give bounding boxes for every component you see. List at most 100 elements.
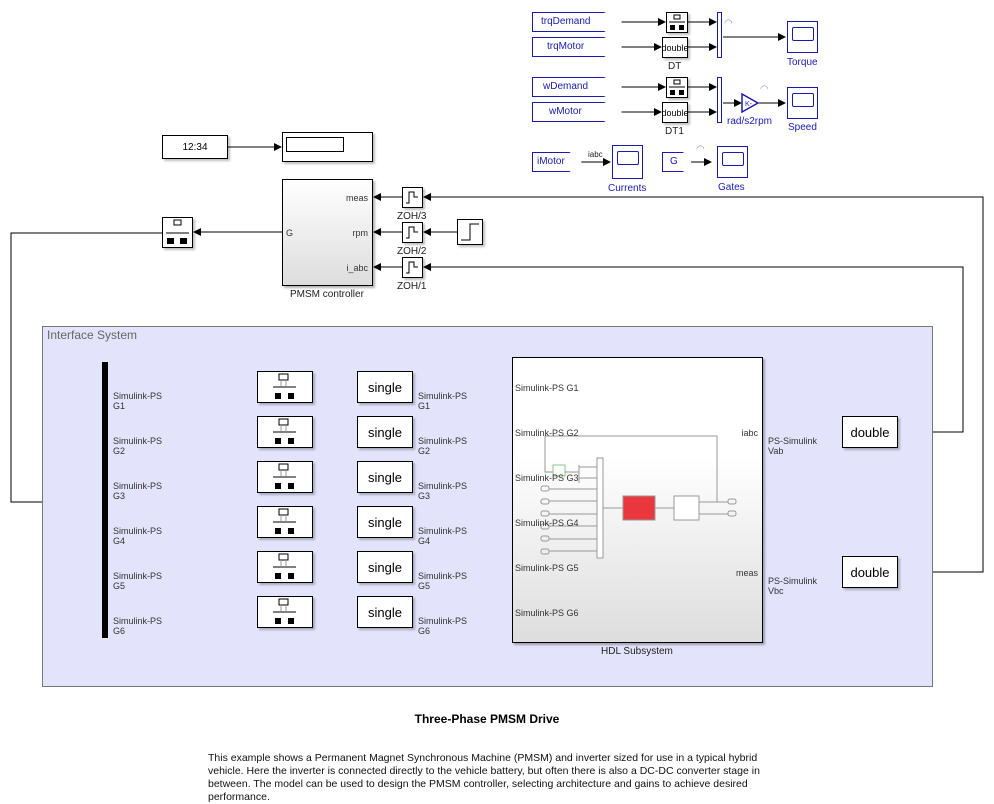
rate-transition-row[interactable] — [257, 461, 313, 493]
rate-transition-row[interactable] — [257, 596, 313, 628]
gain-label: rad/s2rpm — [727, 116, 773, 127]
rate-transition-icon — [273, 553, 296, 579]
hdl-input-port: Simulink-PS G2 — [515, 428, 579, 438]
zoh2-block[interactable] — [402, 222, 423, 243]
convert-single-row[interactable]: single — [357, 461, 413, 493]
convert-single-row[interactable]: single — [357, 551, 413, 583]
display-block[interactable] — [282, 132, 373, 162]
scope-speed[interactable] — [787, 87, 818, 119]
wireless-icon: ◠ — [696, 144, 705, 155]
convert-single-row[interactable]: single — [357, 596, 413, 628]
scope-label-currents: Currents — [608, 183, 647, 194]
from-tag-g[interactable]: G — [662, 152, 692, 172]
scope-torque[interactable] — [787, 21, 818, 53]
area-title: Interface System — [47, 328, 138, 342]
wireless-icon: ◠ — [760, 84, 769, 95]
scope-icon — [722, 152, 744, 166]
rate-transition-icon — [273, 598, 296, 624]
from-tag-trqmotor[interactable]: trqMotor — [532, 37, 622, 57]
interface-system-area: Interface System — [42, 326, 933, 687]
rate-transition-trq[interactable] — [666, 12, 688, 33]
hdl-input-port: Simulink-PS G5 — [515, 563, 579, 573]
model-title: Three-Phase PMSM Drive — [414, 712, 560, 726]
svg-text:K-: K- — [745, 101, 753, 108]
dt-block[interactable]: double — [662, 37, 688, 58]
rate-transition-icon — [273, 463, 296, 489]
rate-transition-row[interactable] — [257, 506, 313, 538]
hdl-subsystem-block[interactable]: iabc meas — [512, 357, 763, 643]
rate-transition-icon — [166, 219, 189, 244]
rate-transition-row[interactable] — [257, 416, 313, 448]
display-field — [286, 137, 344, 152]
dt-label: DT — [668, 61, 682, 72]
rate-transition-row[interactable] — [257, 551, 313, 583]
rate-transition-g[interactable] — [162, 217, 193, 248]
zoh1-block[interactable] — [402, 257, 423, 278]
from-tag-wdemand[interactable]: wDemand — [532, 77, 622, 97]
zoh-icon — [406, 191, 418, 204]
port-i-abc: i_abc — [346, 263, 368, 273]
step-block[interactable] — [457, 219, 483, 245]
rate-transition-icon — [669, 79, 685, 95]
signal-label-iabc: iabc — [588, 150, 603, 159]
rate-transition-icon — [273, 373, 296, 399]
hdl-input-port: Simulink-PS G3 — [515, 473, 579, 483]
clock-block[interactable]: 12:34 — [162, 135, 228, 159]
port-rpm: rpm — [352, 228, 369, 238]
step-icon — [461, 223, 479, 241]
scope-currents[interactable] — [612, 145, 643, 179]
from-tag-trqdemand[interactable]: trqDemand — [532, 12, 622, 32]
scope-icon — [792, 27, 814, 41]
mux-speed[interactable] — [717, 77, 722, 123]
dt1-label: DT1 — [665, 126, 684, 137]
convert-double-vbc[interactable]: double — [842, 556, 898, 588]
scope-label-torque: Torque — [787, 57, 818, 68]
convert-single-row[interactable]: single — [357, 506, 413, 538]
zoh2-label: ZOH/2 — [397, 246, 427, 257]
scope-icon — [617, 151, 639, 165]
scope-icon — [792, 93, 814, 107]
hdl-port-iabc: iabc — [741, 428, 758, 438]
rate-transition-row[interactable] — [257, 371, 313, 403]
gain-block[interactable]: K- — [741, 93, 759, 113]
rate-transition-w[interactable] — [666, 77, 688, 98]
rate-transition-icon — [273, 418, 296, 444]
from-tag-wmotor[interactable]: wMotor — [532, 102, 622, 122]
rate-transition-icon — [273, 508, 296, 534]
hdl-port-meas: meas — [735, 568, 758, 578]
hdl-preview — [540, 435, 737, 559]
zoh1-label: ZOH/1 — [397, 281, 427, 292]
model-description: This example shows a Permanent Magnet Sy… — [208, 752, 760, 803]
port-g: G — [286, 228, 294, 238]
convert-double-vab[interactable]: double — [842, 416, 898, 448]
dt1-block[interactable]: double — [662, 102, 688, 123]
scope-gates[interactable] — [717, 146, 748, 178]
port-meas: meas — [345, 193, 368, 203]
scope-label-speed: Speed — [788, 122, 817, 133]
pmsm-controller-block[interactable]: meas rpm i_abc G — [282, 179, 373, 286]
zoh-icon — [406, 261, 418, 274]
demux-bar[interactable] — [102, 362, 108, 638]
mux-torque[interactable] — [717, 12, 722, 58]
zoh3-label: ZOH/3 — [397, 211, 427, 222]
hdl-input-port: Simulink-PS G4 — [515, 518, 579, 528]
convert-single-row[interactable]: single — [357, 416, 413, 448]
zoh3-block[interactable] — [402, 187, 423, 208]
from-tag-imotor[interactable]: iMotor — [532, 152, 582, 172]
scope-label-gates: Gates — [718, 182, 745, 193]
zoh-icon — [406, 226, 418, 239]
convert-single-row[interactable]: single — [357, 371, 413, 403]
